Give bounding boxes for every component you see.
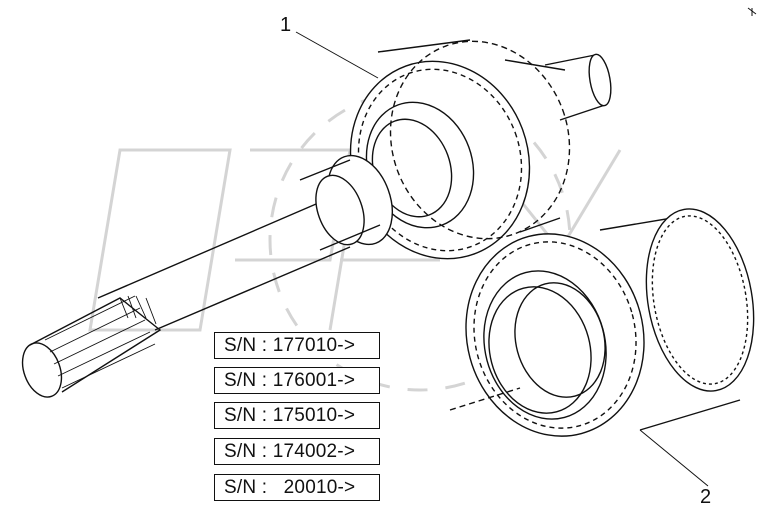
callout-2: 2 [700,486,712,508]
leader-line-2 [639,429,709,487]
callout-1: 1 [280,14,292,36]
corner-mark [747,7,757,16]
serial-label: S/N : 176001-> [214,367,380,394]
serial-label: S/N : 20010-> [214,474,380,501]
input-shaft [21,197,351,398]
leader-lines [295,31,709,487]
gear-2-assembly [449,208,755,437]
leader-line-1 [295,31,379,79]
gear-1-assembly [299,39,612,261]
serial-label: S/N : 174002-> [214,438,380,465]
serial-label: S/N : 175010-> [214,402,380,429]
serial-label: S/N : 177010-> [214,332,380,359]
